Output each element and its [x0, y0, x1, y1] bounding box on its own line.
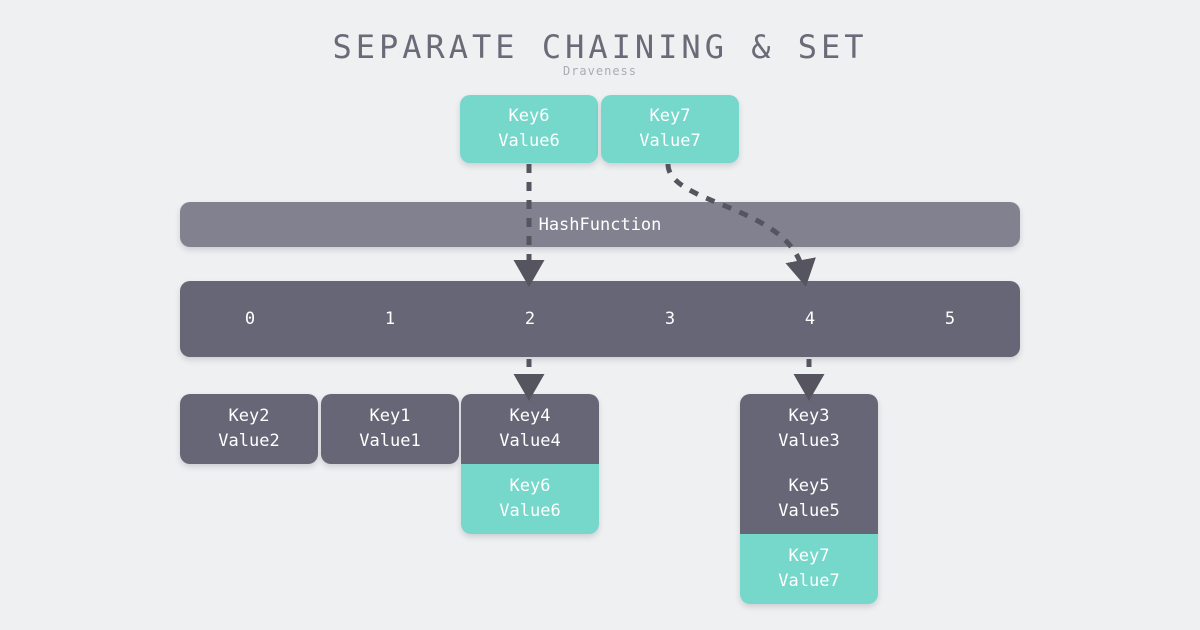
- page-title: SEPARATE CHAINING & SET: [332, 28, 868, 66]
- entry-value: Value7: [778, 571, 840, 591]
- entry-key: Key1: [369, 406, 411, 426]
- entry-key: Key6: [508, 106, 550, 126]
- bucket-array-bar: 0 1 2 3 4 5: [180, 281, 1020, 357]
- entry-value: Value4: [499, 431, 561, 451]
- chain-entry[interactable]: Key3 Value3: [740, 394, 878, 464]
- entry-key: Key4: [509, 406, 551, 426]
- chain-entry[interactable]: Key4 Value4: [461, 394, 599, 464]
- entry-key: Key2: [228, 406, 270, 426]
- entry-value: Value6: [498, 131, 560, 151]
- bucket-index-2[interactable]: 2: [524, 309, 536, 329]
- chain-bucket-1: Key1 Value1: [321, 394, 459, 464]
- chain-entry-highlight[interactable]: Key7 Value7: [740, 534, 878, 604]
- page-subtitle: Draveness: [562, 64, 638, 78]
- entry-value: Value7: [639, 131, 701, 151]
- incoming-entry-key7[interactable]: Key7 Value7: [601, 95, 739, 163]
- bucket-index-3[interactable]: 3: [664, 309, 676, 329]
- chain-entry[interactable]: Key1 Value1: [321, 394, 459, 464]
- chain-bucket-4: Key3 Value3 Key5 Value5 Key7 Value7: [740, 394, 878, 604]
- incoming-entry-key6[interactable]: Key6 Value6: [460, 95, 598, 163]
- hash-function-label: HashFunction: [538, 214, 662, 235]
- bucket-index-5[interactable]: 5: [944, 309, 956, 329]
- entry-value: Value5: [778, 501, 840, 521]
- entry-key: Key7: [788, 546, 830, 566]
- entry-key: Key7: [649, 106, 691, 126]
- entry-key: Key6: [509, 476, 551, 496]
- entry-value: Value6: [499, 501, 561, 521]
- entry-value: Value1: [359, 431, 421, 451]
- chain-entry[interactable]: Key5 Value5: [740, 464, 878, 534]
- bucket-index-4[interactable]: 4: [804, 309, 816, 329]
- bucket-index-0[interactable]: 0: [244, 309, 256, 329]
- entry-value: Value2: [218, 431, 280, 451]
- chain-entry-highlight[interactable]: Key6 Value6: [461, 464, 599, 534]
- entry-key: Key5: [788, 476, 830, 496]
- entry-key: Key3: [788, 406, 830, 426]
- entry-value: Value3: [778, 431, 840, 451]
- bucket-index-1[interactable]: 1: [384, 309, 396, 329]
- chain-bucket-2: Key4 Value4 Key6 Value6: [461, 394, 599, 534]
- chain-bucket-0: Key2 Value2: [180, 394, 318, 464]
- chain-entry[interactable]: Key2 Value2: [180, 394, 318, 464]
- hash-function-bar: HashFunction: [180, 202, 1020, 247]
